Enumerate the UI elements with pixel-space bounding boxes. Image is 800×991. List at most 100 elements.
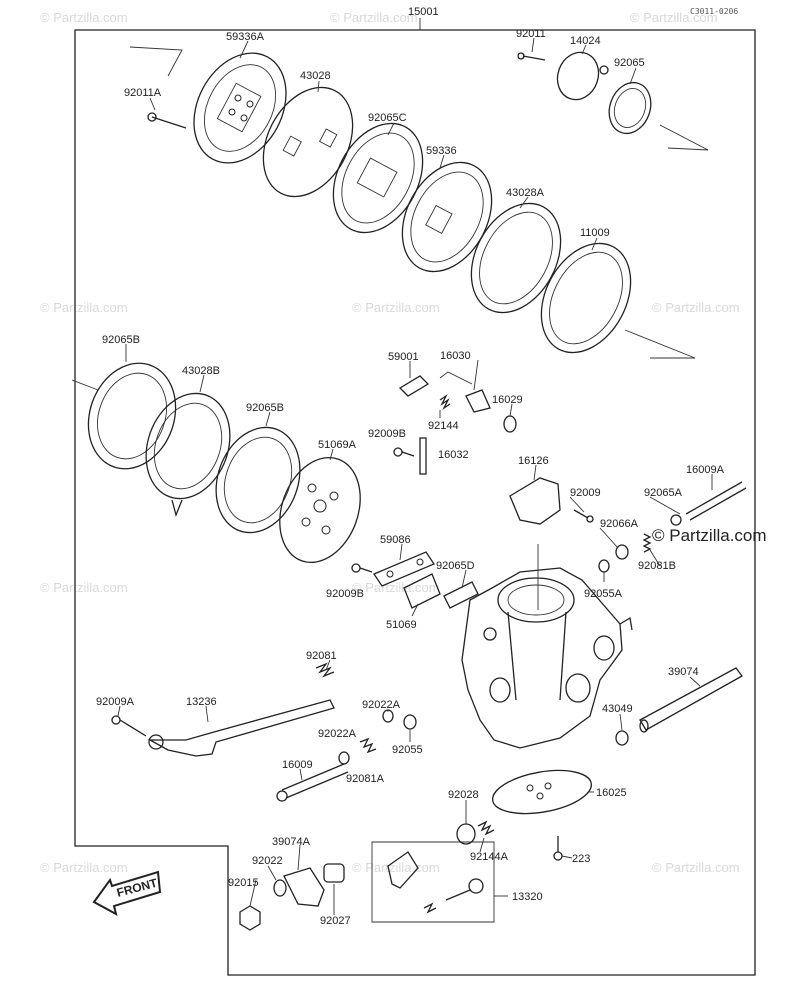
part-label-51069: 51069 xyxy=(386,619,417,631)
part-label-92066a: 92066A xyxy=(600,518,639,530)
watermark-text: © Partzilla.com xyxy=(652,860,740,875)
part-label-43028b: 43028B xyxy=(182,365,220,377)
oring-16029[interactable] xyxy=(503,415,517,433)
shaft-39074[interactable] xyxy=(639,667,743,733)
watermark-text: © Partzilla.com xyxy=(330,10,418,25)
part-label-92144a: 92144A xyxy=(470,851,509,863)
part-label-59086: 59086 xyxy=(380,534,411,546)
part-label-92028: 92028 xyxy=(448,789,479,801)
assembly-number: 15001 xyxy=(408,6,439,18)
assembly-border xyxy=(74,29,756,976)
part-label-92065d: 92065D xyxy=(436,560,475,572)
bracket-39074a[interactable] xyxy=(283,867,325,907)
shaft-16009a[interactable] xyxy=(670,481,747,526)
cap-14024[interactable] xyxy=(551,47,609,106)
part-label-39074a: 39074A xyxy=(272,836,311,848)
watermark-text: © Partzilla.com xyxy=(40,300,128,315)
diaphragm-51069a[interactable] xyxy=(266,446,374,573)
part-label-16009a: 16009A xyxy=(686,464,725,476)
part-label-92065b-left: 92065B xyxy=(102,334,140,346)
part-label-92022: 92022 xyxy=(252,855,283,867)
leader-lines xyxy=(117,37,713,915)
oring-92055a[interactable] xyxy=(598,559,610,573)
screw-92009b-top[interactable] xyxy=(393,447,415,457)
part-label-43028a: 43028A xyxy=(506,187,545,199)
alignment-arrow xyxy=(129,46,183,77)
part-label-92065: 92065 xyxy=(614,57,645,69)
oring-92066a[interactable] xyxy=(615,544,629,560)
screw-92011[interactable] xyxy=(517,52,546,61)
part-label-16030: 16030 xyxy=(440,350,471,362)
diaphragm-16025[interactable] xyxy=(489,764,594,821)
part-label-43049: 43049 xyxy=(602,703,633,715)
part-label-16029: 16029 xyxy=(492,394,523,406)
spring-92144a[interactable] xyxy=(477,820,495,836)
spring-92144[interactable] xyxy=(439,394,451,410)
spring-92081[interactable] xyxy=(315,662,335,678)
washer-92022[interactable] xyxy=(273,879,287,897)
gasket-92065c[interactable] xyxy=(315,108,440,248)
diaphragm-51069[interactable] xyxy=(403,573,441,609)
alignment-arrow xyxy=(71,379,99,391)
part-label-39074: 39074 xyxy=(668,666,699,678)
part-label-92009-right: 92009 xyxy=(570,487,601,499)
oring-43049[interactable] xyxy=(615,730,629,746)
watermark-layer: © Partzilla.com © Partzilla.com © Partzi… xyxy=(40,10,740,875)
spring-92081a[interactable] xyxy=(359,737,377,754)
part-label-92065a: 92065A xyxy=(644,487,683,499)
watermark-text: © Partzilla.com xyxy=(352,860,440,875)
part-label-16025: 16025 xyxy=(596,787,627,799)
pin-16032[interactable] xyxy=(419,437,427,475)
plate-59086[interactable] xyxy=(373,551,435,587)
part-label-59336: 59336 xyxy=(426,145,457,157)
part-label-51069a: 51069A xyxy=(318,439,357,451)
alignment-arrow xyxy=(659,124,709,151)
shaft-16009[interactable] xyxy=(276,763,349,802)
screw-92009b-bottom[interactable] xyxy=(351,563,373,573)
part-label-43028: 43028 xyxy=(300,70,331,82)
watermark-text: © Partzilla.com xyxy=(40,580,128,595)
screw-92009a[interactable] xyxy=(111,715,147,737)
screw-92009-right[interactable] xyxy=(573,509,594,523)
part-label-92065b-right: 92065B xyxy=(246,402,284,414)
gasket-92065b-left[interactable] xyxy=(74,351,190,481)
lever-13236[interactable] xyxy=(147,699,335,757)
part-label-92009b-bottom: 92009B xyxy=(326,588,364,600)
diaphragm-43028[interactable] xyxy=(245,72,370,212)
screw-223[interactable] xyxy=(553,836,563,861)
part-label-92011a: 92011A xyxy=(124,87,162,99)
cover-59336[interactable] xyxy=(384,147,509,287)
nut-92015[interactable] xyxy=(239,905,261,931)
part-label-92009a: 92009A xyxy=(96,696,135,708)
oring-92022a-lower[interactable] xyxy=(338,751,350,765)
gasket-92065b-right[interactable] xyxy=(202,416,314,545)
watermark-text: © Partzilla.com xyxy=(352,580,440,595)
gasket-92065[interactable] xyxy=(602,77,657,140)
gasket-11009[interactable] xyxy=(523,228,648,368)
diaphragm-43028a[interactable] xyxy=(453,188,578,328)
screw-92011a[interactable] xyxy=(147,112,187,129)
watermark-text: © Partzilla.com xyxy=(352,300,440,315)
gasket-92065d[interactable] xyxy=(443,581,479,609)
diaphragm-43028b[interactable] xyxy=(132,382,244,518)
collar-92028[interactable] xyxy=(456,823,476,845)
oring-92055[interactable] xyxy=(403,714,417,730)
subassembly-box-13320 xyxy=(371,841,495,923)
carburetor-body[interactable] xyxy=(461,544,633,749)
part-label-16009: 16009 xyxy=(282,759,313,771)
watermark-text: © Partzilla.com xyxy=(652,300,740,315)
plate-16126[interactable] xyxy=(509,477,561,525)
collar-92027[interactable] xyxy=(323,863,345,883)
part-label-16126: 16126 xyxy=(518,455,549,467)
bracket-59001[interactable] xyxy=(398,375,430,397)
watermark-text: © Partzilla.com xyxy=(40,10,128,25)
part-label-223: 223 xyxy=(572,853,590,865)
valve-16030[interactable] xyxy=(439,371,491,413)
arm-13320[interactable] xyxy=(387,851,484,914)
front-arrow-icon: FRONT xyxy=(92,870,162,916)
spring-92081b[interactable] xyxy=(642,533,652,553)
part-label-13236: 13236 xyxy=(186,696,217,708)
part-label-92055a: 92055A xyxy=(584,588,623,600)
cover-59336a[interactable] xyxy=(176,37,305,179)
